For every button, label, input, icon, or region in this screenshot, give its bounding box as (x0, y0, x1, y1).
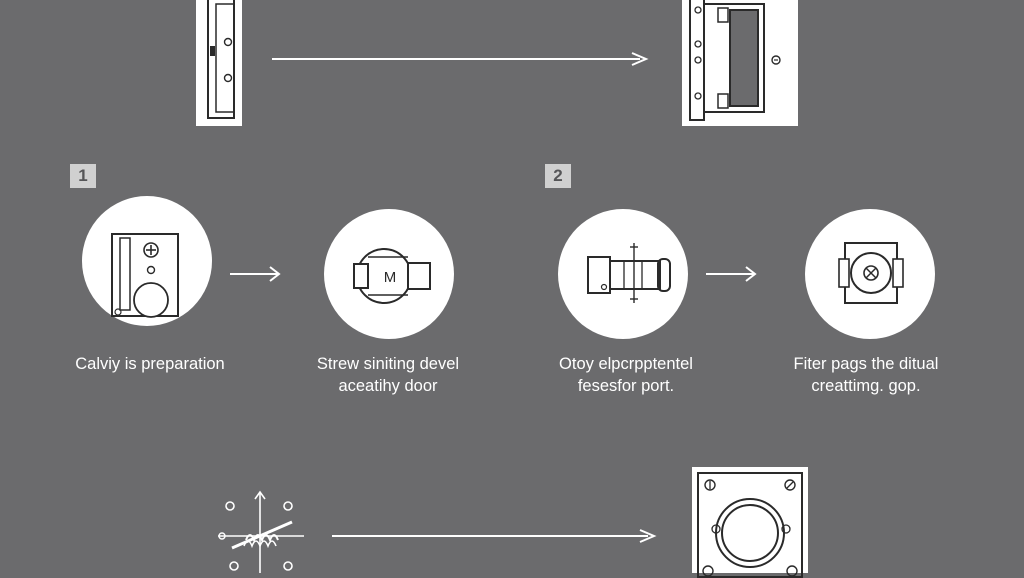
caption-line: aceatihy door (338, 377, 438, 395)
lock-plate-icon (111, 233, 179, 318)
mounted-hinge-panel (682, 0, 798, 126)
spring-assembly-icon (218, 490, 304, 573)
caption-step-3: Otoy elpcrpptentel fesesfor port. (516, 353, 736, 397)
arrow-middle-1 (230, 266, 281, 282)
motor-label: M (384, 269, 397, 286)
mounting-plate-panel (692, 467, 808, 578)
caption-line: Strew siniting devel (316, 355, 460, 373)
caption-step-4: Fiter pags the ditual creattimg. gop. (756, 353, 976, 397)
motor-icon: M (353, 248, 431, 304)
caption-line: creattimg. gop. (811, 377, 921, 395)
caption-line: Otoy elpcrpptentel (559, 355, 693, 373)
motor-circle: M (324, 209, 454, 339)
step-number-1: 1 (70, 164, 96, 188)
knob-circle (805, 209, 935, 339)
knob-icon (838, 242, 904, 304)
caption-step-1: Calviy is preparation (40, 353, 260, 375)
hinge-plate-icon (207, 0, 235, 119)
caption-step-2: Strew siniting devel aceatihy door (278, 353, 498, 397)
caption-line: Calviy is preparation (75, 355, 225, 373)
mounting-plate-icon (697, 472, 803, 578)
caption-line: fesesfor port. (577, 377, 675, 395)
mounted-hinge-icon (689, 0, 781, 121)
cylinder-circle (558, 209, 688, 339)
hinge-plate-panel (196, 0, 242, 126)
caption-line: Fiter pags the ditual (793, 355, 939, 373)
lock-plate-circle (82, 196, 212, 326)
arrow-top (272, 52, 649, 66)
arrow-middle-2 (706, 266, 757, 282)
step-number-2: 2 (545, 164, 571, 188)
arrow-bottom (332, 529, 657, 543)
cylinder-icon (587, 243, 671, 303)
